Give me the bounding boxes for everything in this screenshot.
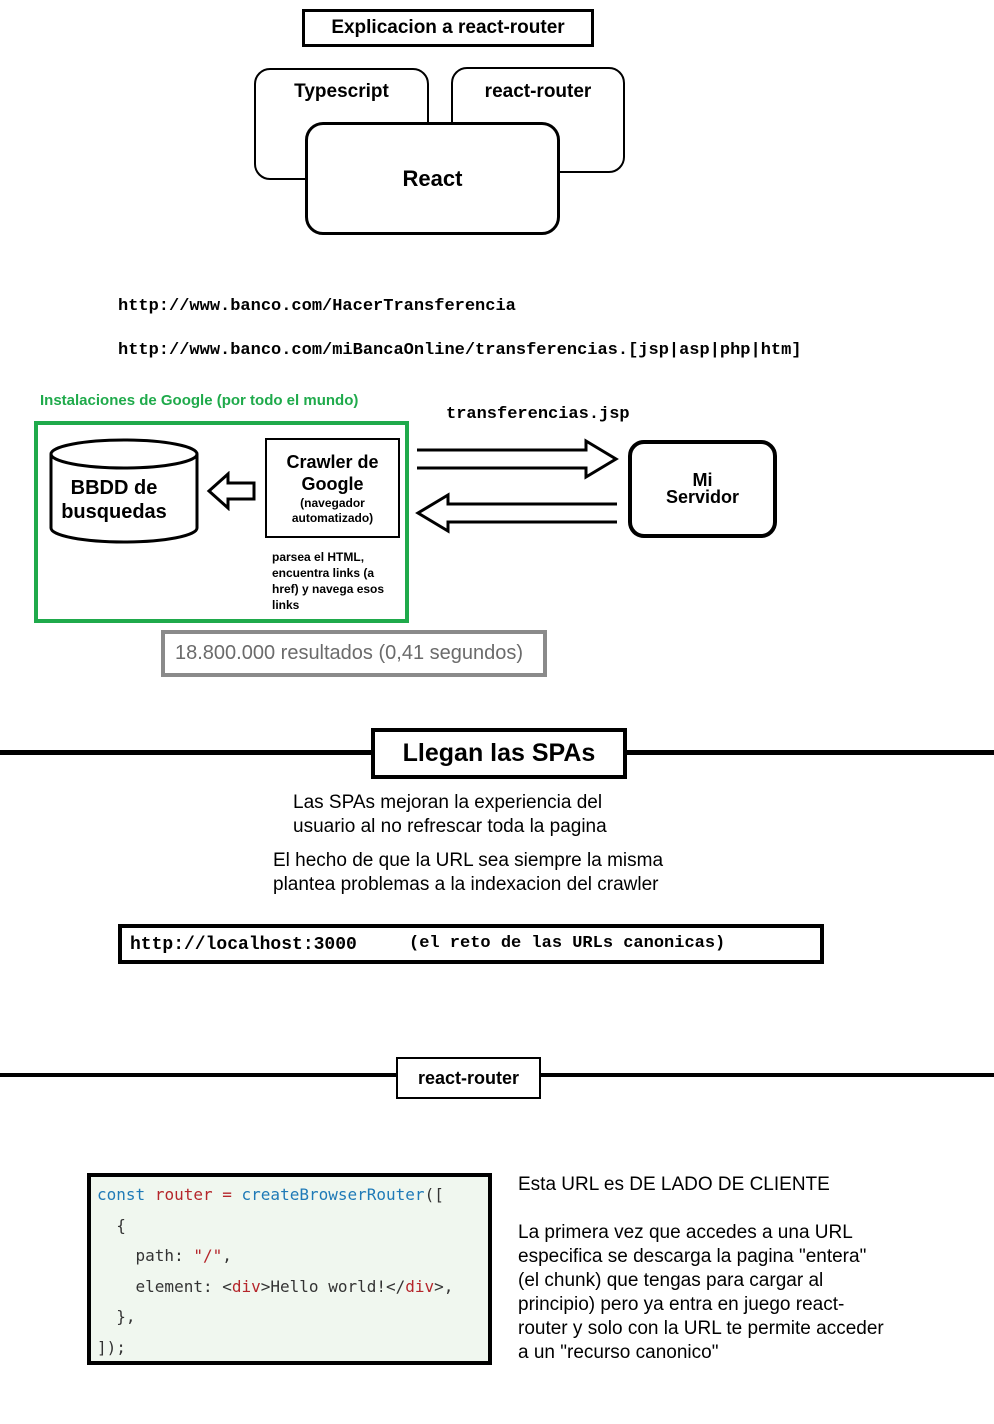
database-icon xyxy=(49,438,199,544)
crawler-note-line1: parsea el HTML, xyxy=(272,550,365,564)
google-label: Instalaciones de Google (por todo el mun… xyxy=(40,392,359,409)
divider-router-left xyxy=(0,1073,398,1077)
router-description-line2: especifica se descarga la pagina "entera… xyxy=(518,1246,867,1267)
router-description-line6: a un "recurso canonico" xyxy=(518,1342,719,1363)
crawler-title: Crawler de Google xyxy=(267,451,398,495)
router-description-line5: router y solo con la URL te permite acce… xyxy=(518,1318,884,1339)
react-router-label: react-router xyxy=(484,81,592,102)
divider-spa-right xyxy=(624,750,994,755)
page-title: Explicacion a react-router xyxy=(302,9,594,47)
spa-heading: Llegan las SPAs xyxy=(402,739,596,767)
code-line-6: ]); xyxy=(97,1337,126,1357)
spa-paragraph-1-line1: Las SPAs mejoran la experiencia del xyxy=(293,792,603,813)
results-box: 18.800.000 resultados (0,41 segundos) xyxy=(161,630,547,677)
router-heading: react-router xyxy=(417,1067,520,1088)
code-block: const router = createBrowserRouter([ { p… xyxy=(87,1173,492,1365)
spa-paragraph-1-line2: usuario al no refrescar toda la pagina xyxy=(293,816,607,837)
spa-paragraph-1: Las SPAs mejoran la experiencia del usua… xyxy=(293,791,607,839)
code-line-2: { xyxy=(97,1215,126,1235)
crawler-note: parsea el HTML, encuentra links (a href)… xyxy=(272,549,384,613)
code-line-1: const router = createBrowserRouter([ xyxy=(97,1185,444,1204)
database-label-line1: BBDD de xyxy=(70,477,158,499)
react-box: React xyxy=(305,122,560,235)
crawler-note-line4: links xyxy=(272,598,300,612)
file-label: transferencias.jsp xyxy=(446,405,630,424)
database-label-line2: busquedas xyxy=(61,501,167,523)
server-box: Mi Servidor xyxy=(628,440,777,538)
typescript-label: Typescript xyxy=(294,81,389,102)
router-description-title: Esta URL es DE LADO DE CLIENTE xyxy=(518,1174,830,1195)
arrow-right-icon xyxy=(417,438,619,480)
router-description-line3: (el chunk) que tengas para cargar al xyxy=(518,1270,824,1291)
url-1: http://www.banco.com/HacerTransferencia xyxy=(118,297,516,316)
crawler-box: Crawler de Google (navegador automatizad… xyxy=(265,438,400,538)
database-label: BBDD de busquedas xyxy=(52,476,176,524)
crawler-subtitle-line1: (navegador xyxy=(300,496,365,510)
crawler-note-line3: href) y navega esos xyxy=(272,582,385,596)
page-title-text: Explicacion a react-router xyxy=(331,17,565,38)
code-line-3: path: "/", xyxy=(97,1246,232,1265)
results-text: 18.800.000 resultados (0,41 segundos) xyxy=(175,642,524,664)
localhost-box: http://localhost:3000 (el reto de las UR… xyxy=(118,924,824,964)
spa-heading-box: Llegan las SPAs xyxy=(371,728,627,779)
localhost-note: (el reto de las URLs canonicas) xyxy=(409,934,726,953)
divider-spa-left xyxy=(0,750,372,755)
google-installations-frame xyxy=(34,421,409,623)
crawler-title-line1: Crawler de xyxy=(286,452,379,472)
code-line-4: element: <div>Hello world!</div>, xyxy=(97,1276,454,1296)
router-description-line1: La primera vez que accedes a una URL xyxy=(518,1222,853,1243)
crawler-title-line2: Google xyxy=(301,474,364,494)
spa-paragraph-2-line1: El hecho de que la URL sea siempre la mi… xyxy=(273,850,664,871)
divider-router-right xyxy=(540,1073,994,1077)
arrow-back-icon xyxy=(415,492,617,534)
spa-paragraph-2-line2: plantea problemas a la indexacion del cr… xyxy=(273,874,659,895)
router-description: La primera vez que accedes a una URL esp… xyxy=(518,1221,884,1365)
crawler-subtitle: (navegador automatizado) xyxy=(267,496,398,526)
router-description-line4: principio) pero ya entra en juego react- xyxy=(518,1294,845,1315)
localhost-url: http://localhost:3000 xyxy=(130,935,357,955)
react-label: React xyxy=(402,165,463,191)
spa-paragraph-2: El hecho de que la URL sea siempre la mi… xyxy=(273,849,663,897)
server-label-line1: Mi xyxy=(692,470,713,490)
server-label-line2: Servidor xyxy=(665,487,740,507)
crawler-note-line2: encuentra links (a xyxy=(272,566,375,580)
code-line-5: }, xyxy=(97,1307,136,1326)
router-heading-box: react-router xyxy=(396,1057,541,1099)
url-2: http://www.banco.com/miBancaOnline/trans… xyxy=(118,341,802,360)
arrow-left-icon xyxy=(206,471,256,511)
crawler-subtitle-line2: automatizado) xyxy=(291,511,374,525)
